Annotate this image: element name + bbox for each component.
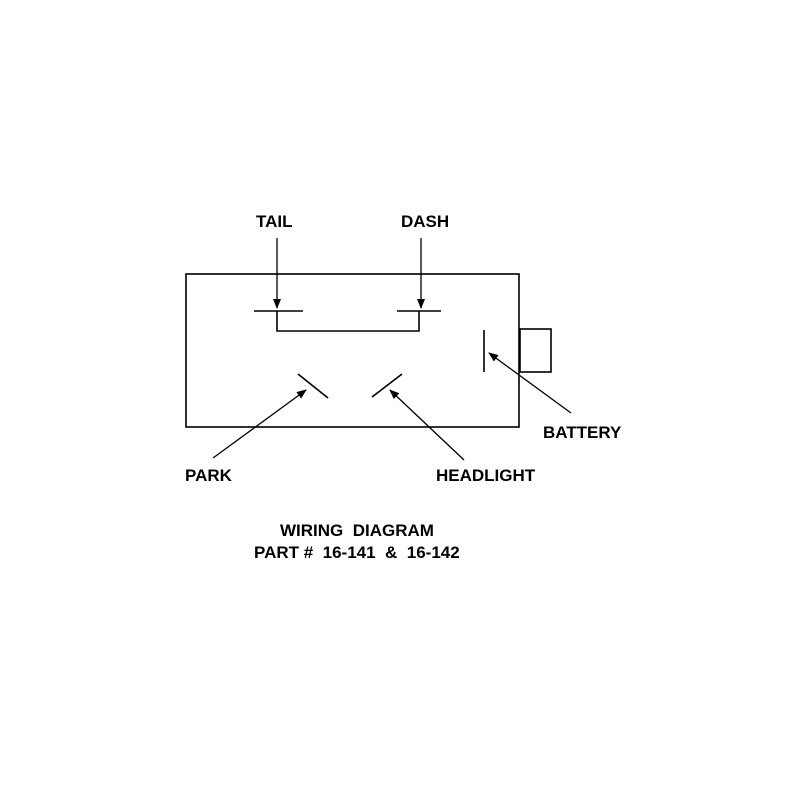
switch-housing <box>185 273 520 428</box>
battery-label: BATTERY <box>543 423 622 442</box>
tail-label: TAIL <box>256 212 293 231</box>
battery-terminal-tab <box>519 328 552 373</box>
headlight-switch-blade <box>371 373 403 398</box>
part-number-caption: PART # 16-141 & 16-142 <box>254 543 460 562</box>
dash-label: DASH <box>401 212 449 231</box>
headlight-leader-arrow <box>389 389 465 461</box>
diagram-title: WIRING DIAGRAM <box>280 521 434 540</box>
headlight-label: HEADLIGHT <box>436 466 536 485</box>
tail-dash-bridge-wire <box>276 311 420 332</box>
park-leader-arrow <box>212 389 307 459</box>
park-switch-blade <box>297 373 329 399</box>
park-label: PARK <box>185 466 233 485</box>
battery-leader-arrow <box>488 352 572 414</box>
